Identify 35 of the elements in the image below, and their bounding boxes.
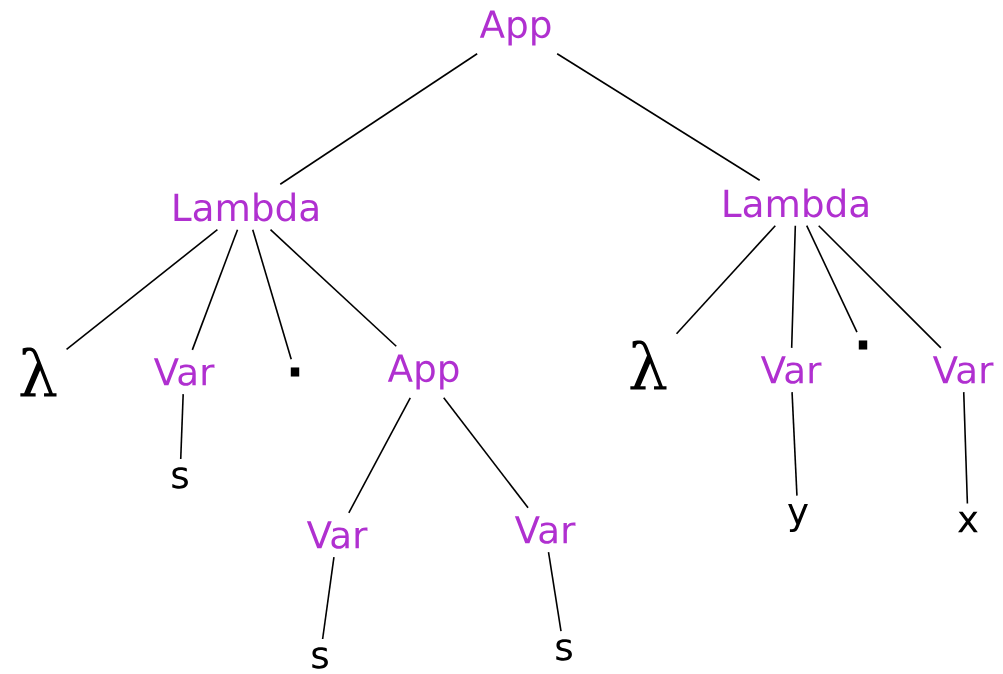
tree-line (279, 52, 478, 186)
node-label: Var (306, 521, 368, 549)
tree-line (791, 391, 798, 497)
node-label: Var (760, 356, 822, 384)
tree-line (790, 224, 797, 349)
node-label: App (479, 10, 551, 46)
leaf-label: s (312, 647, 328, 669)
leaf-label: s (172, 467, 188, 489)
tree-line (556, 52, 761, 182)
dot-symbol: . (290, 367, 300, 377)
node-label: Var (153, 358, 215, 386)
node-label: Var (514, 516, 576, 544)
tree-line (348, 396, 412, 514)
tree-line (321, 556, 335, 640)
tree-line (805, 224, 858, 333)
node-label: App (387, 354, 459, 390)
tree-line (675, 224, 777, 335)
dot-symbol: . (858, 340, 868, 350)
tree-line (962, 391, 969, 505)
tree-line (817, 224, 942, 349)
tree-line (65, 228, 219, 351)
node-label: Var (932, 356, 994, 384)
lambda-symbol: λ (630, 340, 667, 390)
tree-line (179, 393, 184, 460)
leaf-label: s (556, 639, 572, 661)
node-label: Lambda (174, 192, 318, 222)
leaf-label: y (788, 503, 808, 533)
tree-line (251, 228, 292, 360)
leaf-label: x (958, 511, 978, 533)
tree-line (269, 228, 398, 348)
tree-line (191, 228, 239, 351)
tree-line (442, 396, 529, 509)
lambda-symbol: λ (20, 347, 57, 397)
node-label: Lambda (724, 188, 868, 218)
tree-line (547, 551, 562, 632)
